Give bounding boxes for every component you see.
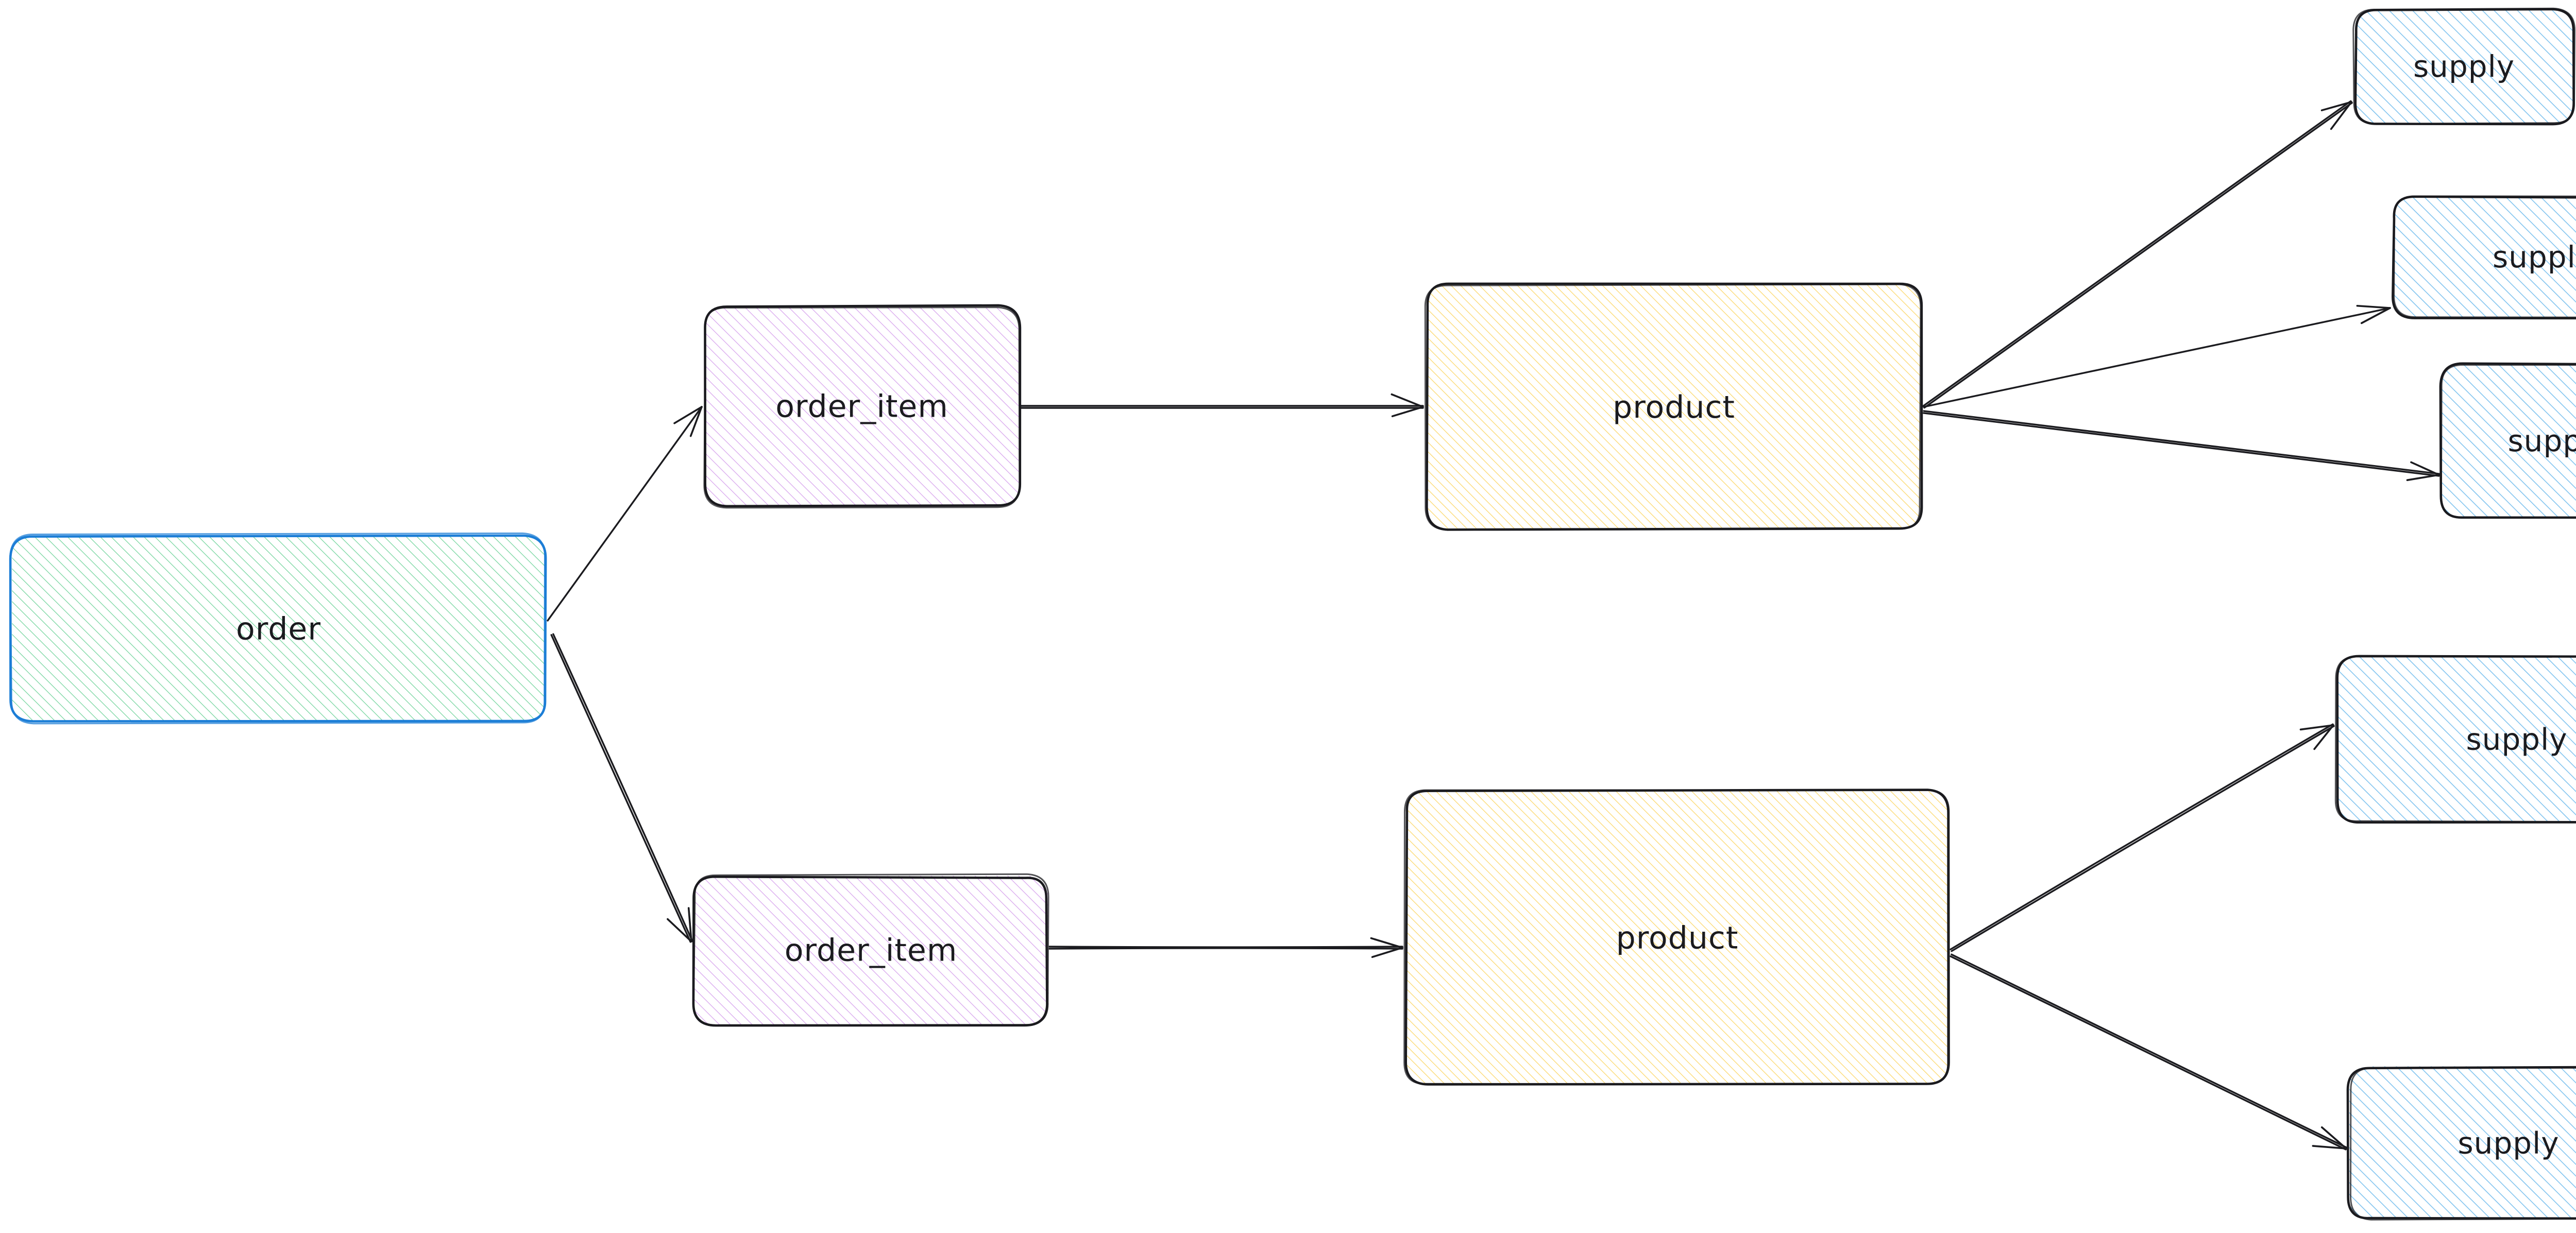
node-border-supply_5 [2346,1066,2576,1220]
node-border-order [9,532,546,725]
node-fill-supply_3 [2441,363,2576,518]
node-label-order_item_top: order_item [775,389,948,425]
node-order[interactable]: order [9,532,547,725]
node-label-order: order [236,611,321,647]
node-border-product_bottom [1403,789,1951,1085]
node-fill-order_item_top [705,307,1019,507]
node-border-order_item_bottom [692,873,1049,1026]
node-border-supply_2 [2393,195,2576,318]
node-supply_1[interactable]: supply [2352,7,2576,126]
node-fill-product_top [1427,284,1922,529]
node-product_top[interactable]: product [1424,282,1923,531]
node-fill-order [12,535,546,722]
node-border-supply_5 [2350,1067,2576,1221]
node-order_item_top[interactable]: order_item [703,304,1022,509]
edge-product_bottom-to-supply_4 [1950,723,2335,952]
edge-order_item_bottom-to-product_bottom [1048,937,1403,958]
node-fill-supply_4 [2336,655,2576,823]
node-label-supply_2: supply [2493,239,2576,275]
edge-product_top-to-supply_1 [1922,100,2353,409]
node-label-supply_1: supply [2413,49,2515,84]
node-border-product_top [1424,283,1922,531]
node-label-supply_3: supply [2507,423,2576,458]
node-border-supply_1 [2354,8,2575,126]
node-label-supply_5: supply [2458,1126,2559,1161]
node-fill-product_bottom [1405,791,1950,1085]
edge-product_bottom-to-supply_5 [1950,953,2348,1151]
node-border-supply_3 [2439,362,2576,519]
node-fill-supply_2 [2393,196,2576,319]
edge-product_top-to-supply_3 [1923,410,2440,481]
node-label-product_bottom: product [1616,920,1739,956]
node-border-supply_4 [2334,656,2576,823]
node-fill-order_item_bottom [693,876,1049,1025]
nodes-layer: orderorder_itemorder_itemproductproducts… [9,7,2576,1221]
node-supply_2[interactable]: supply [2392,195,2576,320]
edge-product_top-to-supply_2 [1923,304,2391,408]
edge-order-to-order_item_top [547,406,703,622]
node-label-supply_4: supply [2466,722,2567,757]
node-label-order_item_bottom: order_item [785,933,958,969]
node-supply_3[interactable]: supply [2439,362,2576,519]
edges-layer [547,100,2440,1151]
edge-order-to-order_item_bottom [550,633,693,943]
node-supply_4[interactable]: supply [2334,655,2576,824]
node-fill-supply_1 [2354,9,2574,124]
node-order_item_bottom[interactable]: order_item [692,873,1049,1027]
node-border-supply_3 [2440,364,2576,519]
edge-order_item_top-to-product_top [1020,393,1424,417]
node-label-product_top: product [1613,389,1735,425]
node-border-order_item_top [703,306,1021,509]
node-border-supply_4 [2336,655,2576,824]
node-fill-supply_5 [2349,1066,2576,1219]
node-product_bottom[interactable]: product [1403,789,1951,1086]
node-border-supply_1 [2352,7,2576,125]
node-supply_5[interactable]: supply [2346,1066,2576,1221]
